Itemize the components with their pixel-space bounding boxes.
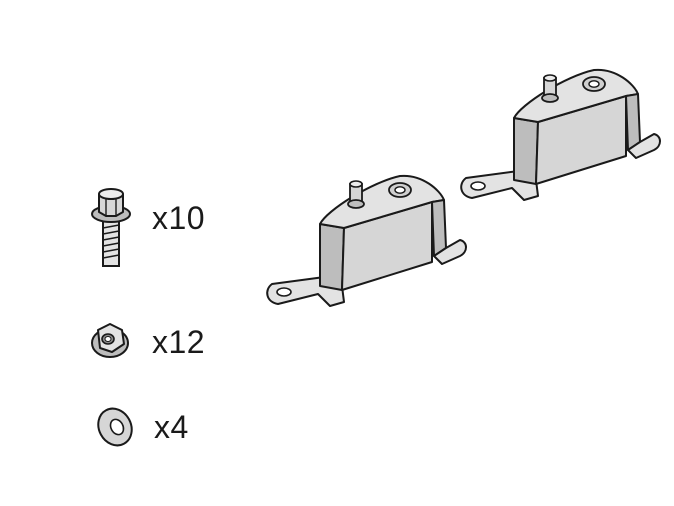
flange-nut-icon bbox=[91, 323, 129, 358]
mounting-bracket-icon bbox=[266, 174, 467, 307]
mounting-bracket-icon-2 bbox=[460, 68, 661, 201]
screw-quantity: x10 bbox=[152, 200, 206, 236]
washer-quantity: x4 bbox=[154, 409, 189, 445]
washer-icon bbox=[97, 407, 133, 447]
flange-screw-icon bbox=[91, 188, 131, 267]
nut-quantity: x12 bbox=[152, 324, 206, 360]
